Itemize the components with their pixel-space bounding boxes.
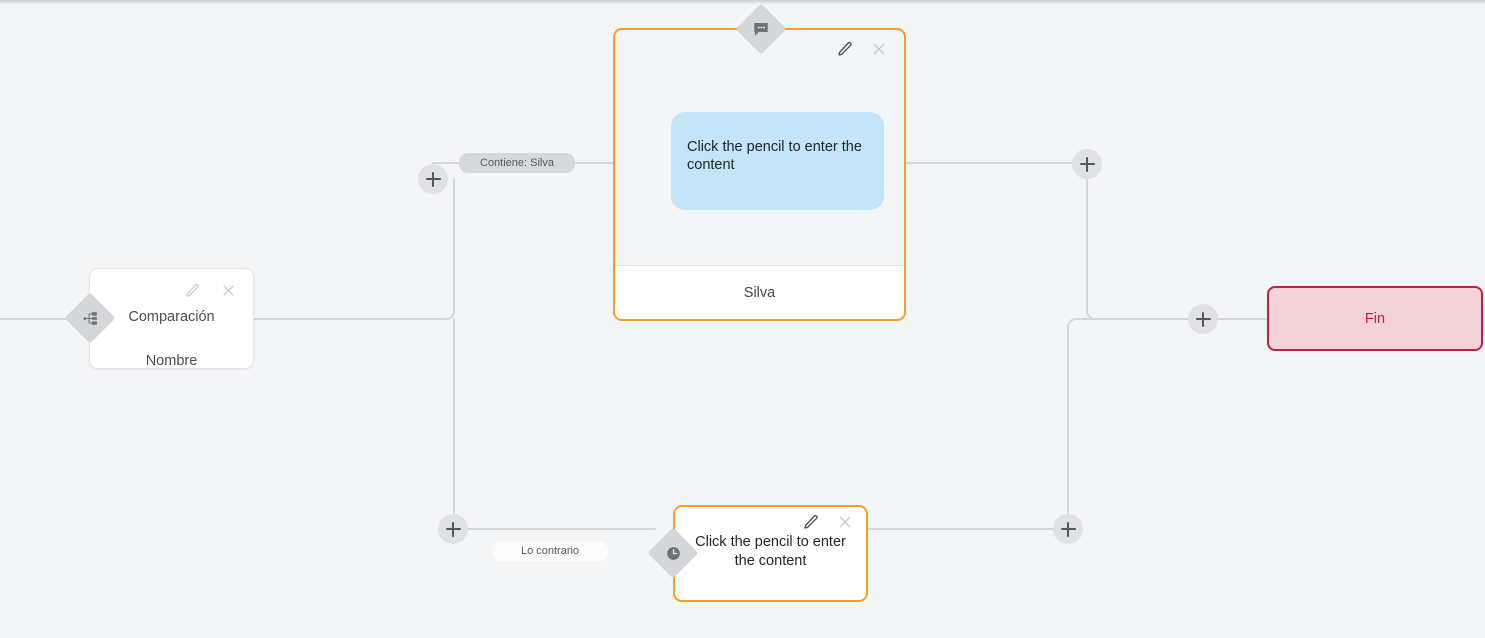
message-top-marker[interactable]: [735, 3, 787, 55]
add-step-after-message-top-button[interactable]: [1072, 149, 1102, 179]
node-comparison-tools: [183, 281, 237, 299]
node-end[interactable]: Fin: [1267, 286, 1483, 351]
edge-false-branch: [453, 318, 656, 530]
edge-label-true-text: Contiene: Silva: [480, 157, 554, 169]
close-icon[interactable]: [219, 281, 237, 299]
close-icon[interactable]: [870, 40, 888, 58]
pencil-icon[interactable]: [183, 281, 201, 299]
edge-label-true-branch[interactable]: Contiene: Silva: [459, 153, 575, 173]
node-message-bottom[interactable]: Click the pencil to enter the content: [673, 505, 868, 602]
edge-label-false-branch[interactable]: Lo contrario: [492, 541, 608, 561]
node-comparison-title: Comparación: [128, 309, 215, 325]
branch-marker[interactable]: [64, 292, 116, 344]
pencil-icon[interactable]: [836, 40, 854, 58]
add-step-before-end-button[interactable]: [1188, 304, 1218, 334]
edge-label-false-text: Lo contrario: [520, 545, 580, 557]
close-icon[interactable]: [836, 513, 854, 531]
branch-icon: [72, 300, 108, 336]
message-bottom-marker[interactable]: [647, 527, 699, 579]
add-step-true-branch-button[interactable]: [418, 164, 448, 194]
add-step-false-branch-button[interactable]: [438, 514, 468, 544]
clock-icon: [655, 535, 691, 571]
node-message-top[interactable]: Click the pencil to enter the content Si…: [613, 28, 906, 321]
edge-bottom-out: [867, 318, 1189, 530]
node-message-bottom-text: Click the pencil to enter the content: [695, 534, 846, 569]
add-step-after-message-bottom-button[interactable]: [1053, 514, 1083, 544]
node-message-top-tools: [836, 40, 888, 58]
recipient-name: Silva: [743, 284, 776, 301]
edge-top-out: [905, 162, 1189, 320]
message-bubble[interactable]: Click the pencil to enter the content: [671, 112, 884, 210]
pencil-icon[interactable]: [802, 513, 820, 531]
chat-bubble-icon: [743, 11, 779, 47]
edge-compare-out: [253, 178, 455, 320]
node-comparison[interactable]: Comparación Nombre: [89, 268, 254, 369]
node-message-top-footer: Silva: [615, 265, 904, 319]
node-message-bottom-tools: [802, 513, 854, 531]
node-end-label: Fin: [1364, 310, 1386, 327]
message-bubble-text: Click the pencil to enter the content: [687, 139, 862, 174]
node-comparison-subtitle: Nombre: [145, 353, 198, 369]
